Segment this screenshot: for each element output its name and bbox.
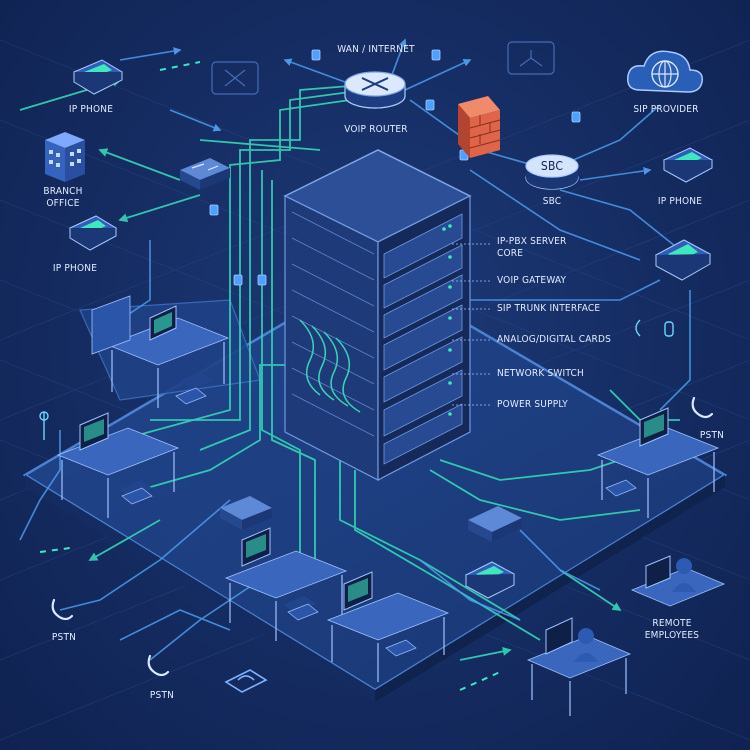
connector-glyphs: [39, 319, 674, 440]
sip-provider-label: SIP PROVIDER: [633, 104, 699, 115]
ip-phone-top-left-icon[interactable]: [72, 59, 124, 95]
ip-phone-floor-icon[interactable]: [464, 561, 516, 599]
sip-trunk-interface-label: SIP TRUNK INTERFACE: [497, 303, 601, 314]
rack-units: [383, 213, 463, 465]
pstn-bottom-label: PSTN: [149, 690, 175, 701]
branch-switch-icon: [180, 158, 230, 190]
sbc-label: SBC: [542, 196, 562, 207]
traffic-dashes: [39, 61, 501, 691]
data-packets: [209, 49, 581, 286]
wan-internet-label: WAN / INTERNET: [337, 44, 415, 55]
pstn-right-label: PSTN: [699, 430, 725, 441]
workstation-remote-bottom: [526, 617, 632, 716]
office-chairs: [121, 387, 637, 657]
voip-router-label: VOIP ROUTER: [344, 124, 408, 135]
pstn-handset-icons: [51, 396, 714, 677]
ip-phone-left-icon[interactable]: [68, 215, 118, 251]
floor-switch-icon: [220, 496, 272, 530]
workstations: [56, 295, 726, 716]
voip-gateway-label: VOIP GATEWAY: [497, 275, 567, 286]
ip-phone-right-icon[interactable]: [662, 147, 714, 183]
voip-router-icon[interactable]: [344, 71, 406, 109]
branch-office-building-icon: [45, 132, 85, 182]
pstn-left-label: PSTN: [51, 632, 77, 643]
background-glyph-icons: [211, 41, 555, 95]
remote-switch-icon: [468, 506, 522, 542]
branch-office-label: BRANCH OFFICE: [43, 186, 83, 209]
ip-phone-left-label: IP PHONE: [52, 263, 98, 274]
remote-employees-label: REMOTE EMPLOYEES: [644, 618, 700, 641]
workstation-back-left: [91, 295, 230, 408]
rack-patch-cables: [299, 319, 361, 413]
workstation-center-left: [224, 527, 348, 641]
workstation-right: [596, 407, 720, 518]
power-supply-label: POWER SUPPLY: [497, 399, 568, 410]
pstn-handset-right-icon: [691, 396, 714, 419]
sbc-badge-text: SBC: [540, 159, 564, 173]
connection-lines-teal: [19, 77, 680, 661]
workstation-center: [326, 571, 450, 682]
ip-pbx-server-core-label: IP-PBX SERVER CORE: [497, 236, 567, 259]
workstation-remote-right: [630, 555, 726, 607]
firewall-icon: [458, 96, 501, 158]
network-switch-label: NETWORK SWITCH: [497, 368, 584, 379]
pstn-handset-bottom-icon: [147, 654, 170, 677]
sip-provider-cloud-icon: [627, 50, 703, 93]
remote-link-icon: [224, 669, 268, 693]
ip-phone-right-label: IP PHONE: [657, 196, 703, 207]
rack-front-slots: [291, 211, 375, 437]
analog-digital-cards-label: ANALOG/DIGITAL CARDS: [497, 334, 612, 345]
pstn-handset-left-icon: [51, 598, 74, 621]
rack-callout-lines: [452, 243, 492, 406]
ip-phone-far-right-icon[interactable]: [654, 239, 712, 281]
sbc-device-icon[interactable]: [525, 154, 579, 190]
rack-status-leds: [442, 224, 452, 416]
ip-phone-top-left-label: IP PHONE: [68, 104, 114, 115]
server-rack[interactable]: [283, 149, 472, 481]
